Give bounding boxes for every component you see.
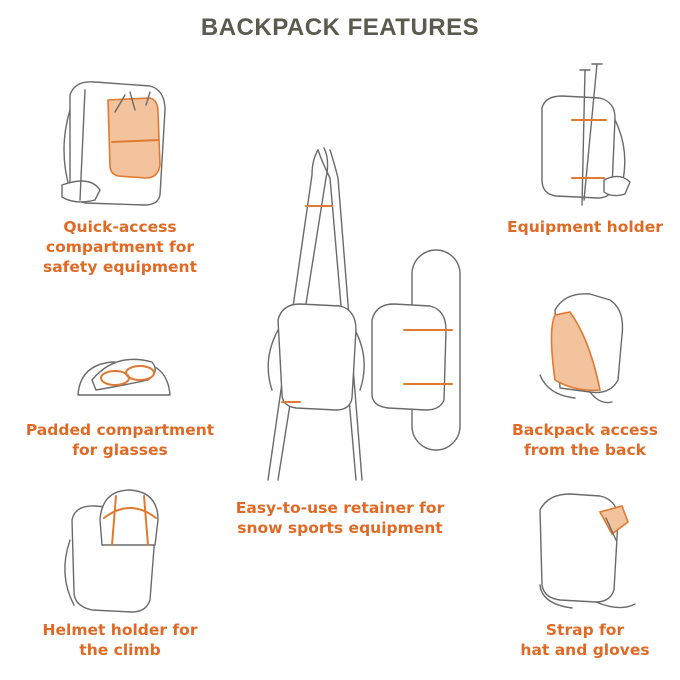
page-title: BACKPACK FEATURES bbox=[200, 14, 480, 41]
label-equipment-holder: Equipment holder bbox=[507, 218, 663, 236]
backpack-quick-access-illustration bbox=[61, 81, 166, 206]
label-padded-compartment: Padded compartment for glasses bbox=[25, 421, 215, 459]
backpack-snow-retainer-illustration bbox=[267, 147, 461, 481]
label-helmet-holder: Helmet holder for the climb bbox=[42, 621, 198, 659]
label-snow-retainer: Easy-to-use retainer for snow sports equ… bbox=[235, 499, 445, 537]
label-strap: Strap for hat and gloves bbox=[520, 621, 650, 659]
label-quick-access: Quick-access compartment for safety equi… bbox=[42, 218, 197, 276]
backpack-back-access-illustration bbox=[539, 293, 624, 404]
backpack-helmet-holder-illustration bbox=[64, 489, 159, 613]
backpack-strap-illustration bbox=[539, 493, 636, 609]
label-back-access: Backpack access from the back bbox=[511, 421, 659, 459]
backpack-glasses-compartment-illustration bbox=[77, 358, 171, 396]
backpack-equipment-holder-illustration bbox=[541, 63, 631, 206]
